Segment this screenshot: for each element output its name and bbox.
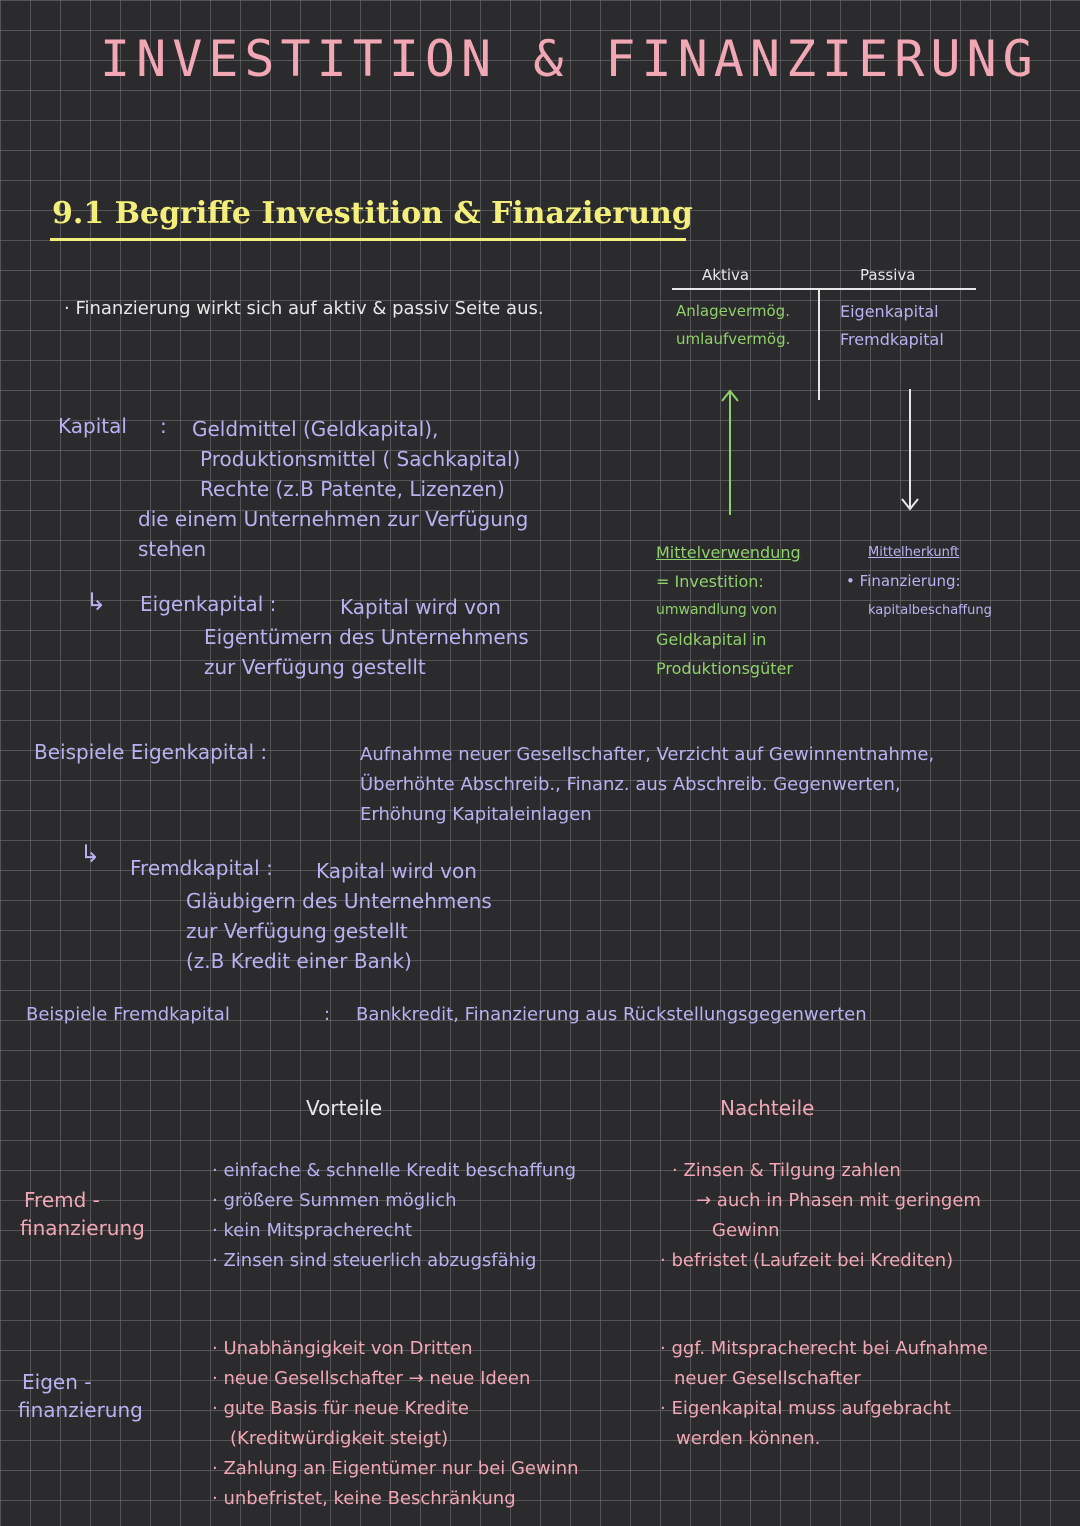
definition-line: (z.B Kredit einer Bank) [186, 949, 412, 973]
note-line: Geldkapital in [656, 630, 767, 649]
list-item: werden können. [676, 1428, 821, 1449]
list-item: kein Mitspracherecht [212, 1216, 576, 1246]
example-line: Aufnahme neuer Gesellschafter, Verzicht … [360, 744, 935, 765]
list-item: Zahlung an Eigentümer nur bei Gewinn [212, 1454, 578, 1484]
aktiva-item-1: Anlagevermög. [676, 302, 790, 320]
kapital-label: Kapital [58, 414, 127, 438]
example-line: Überhöhte Abschreib., Finanz. aus Abschr… [360, 774, 901, 795]
beispiele-fk-label: Beispiele Fremdkapital [26, 1004, 230, 1025]
example-line: Erhöhung Kapitaleinlagen [360, 804, 592, 825]
mittelverwendung-note: Mittelverwendung = Investition: umwandlu… [656, 538, 801, 683]
row-label-fremdfinanzierung: Fremd - finanzierung [20, 1186, 145, 1242]
list-item: gute Basis für neue Kredite [212, 1394, 579, 1424]
definition-line: Kapital wird von [316, 859, 477, 883]
note-line: umwandlung von [656, 602, 777, 618]
note-line: Produktionsgüter [656, 659, 793, 678]
list-item: Gewinn [712, 1220, 780, 1241]
row-label-eigenfinanzierung: Eigen - finanzierung [18, 1368, 143, 1424]
definition-line: Kapital wird von [340, 595, 501, 619]
list-item: einfache & schnelle Kredit beschaffung [212, 1156, 576, 1186]
list-item: → auch in Phasen mit geringem [696, 1190, 981, 1211]
list-item: neue Gesellschafter → neue Ideen [212, 1364, 579, 1394]
eigenkapital-definition: Kapital wird von Eigentümern des Unterne… [204, 592, 529, 682]
note-line: kapitalbeschaffung [868, 603, 992, 618]
beispiele-fk-colon: : [324, 1004, 331, 1025]
kapital-colon: : [160, 414, 167, 438]
section-underline [50, 238, 686, 241]
passiva-header: Passiva [860, 266, 916, 284]
header-nachteile: Nachteile [720, 1096, 815, 1120]
passiva-item-1: Eigenkapital [840, 302, 939, 321]
fremd-vorteile-list: einfache & schnelle Kredit beschaffung g… [212, 1156, 576, 1276]
beispiele-fk-text: Bankkredit, Finanzierung aus Rückstellun… [356, 1004, 867, 1025]
fremdkapital-definition: Kapital wird von Gläubigern des Unterneh… [186, 856, 492, 976]
kapital-definition-tail: die einem Unternehmen zur Verfügung steh… [138, 504, 528, 564]
note-line: = Investition: [656, 572, 764, 591]
note-line: Mittelverwendung [656, 543, 801, 562]
row-label-line: Eigen - [22, 1370, 92, 1394]
eigen-vorteile-list: Unabhängigkeit von Dritten neue Gesellsc… [212, 1334, 579, 1514]
definition-line: Gläubigern des Unternehmens [186, 889, 492, 913]
beispiele-ek-label: Beispiele Eigenkapital : [34, 740, 268, 764]
list-item: unbefristet, keine Beschränkung [212, 1484, 579, 1514]
note-line: Mittelherkunft [868, 545, 960, 560]
list-item: Zinsen & Tilgung zahlen [660, 1156, 981, 1186]
arrow-turn-icon: ↳ [80, 840, 101, 868]
eigenkapital-label: Eigenkapital : [140, 592, 277, 616]
definition-line: die einem Unternehmen zur Verfügung [138, 507, 529, 531]
passiva-item-2: Fremdkapital [840, 330, 944, 349]
definition-line: Rechte (z.B Patente, Lizenzen) [200, 477, 505, 501]
up-arrow-icon [721, 389, 739, 515]
aktiva-item-2: umlaufvermög. [676, 330, 791, 348]
list-item: ggf. Mitspracherecht bei Aufnahme [660, 1334, 987, 1364]
definition-line: Produktionsmittel ( Sachkapital) [200, 447, 521, 471]
list-item: Eigenkapital muss aufgebracht [660, 1394, 988, 1424]
arrow-turn-icon: ↳ [86, 588, 107, 616]
eigen-nachteile-list: ggf. Mitspracherecht bei Aufnahme neuer … [660, 1334, 988, 1454]
aktiva-header: Aktiva [702, 266, 750, 284]
fremd-nachteile-list: Zinsen & Tilgung zahlen → auch in Phasen… [660, 1156, 981, 1276]
list-item: neuer Gesellschafter [674, 1368, 861, 1389]
page-title: INVESTITION & FINANZIERUNG [100, 30, 1039, 88]
section-heading: 9.1 Begriffe Investition & Finazierung [52, 196, 693, 231]
kapital-definition: Geldmittel (Geldkapital), Produktionsmit… [192, 414, 520, 504]
row-label-line: finanzierung [20, 1216, 145, 1240]
mittelherkunft-note: Mittelherkunft • Finanzierung: kapitalbe… [846, 538, 992, 625]
intro-text: · Finanzierung wirkt sich auf aktiv & pa… [64, 298, 544, 319]
t-account-horizontal [672, 288, 976, 290]
note-line: • Finanzierung: [846, 572, 961, 590]
definition-line: Eigentümern des Unternehmens [204, 625, 529, 649]
list-item: Zinsen sind steuerlich abzugsfähig [212, 1246, 576, 1276]
list-item: befristet (Laufzeit bei Krediten) [660, 1246, 981, 1276]
t-account-vertical [818, 288, 820, 400]
list-item: (Kreditwürdigkeit steigt) [230, 1428, 449, 1449]
list-item: Unabhängigkeit von Dritten [212, 1334, 579, 1364]
fremdkapital-label: Fremdkapital : [130, 856, 273, 880]
definition-line: zur Verfügung gestellt [186, 919, 408, 943]
header-vorteile: Vorteile [306, 1096, 383, 1120]
list-item: größere Summen möglich [212, 1186, 576, 1216]
definition-line: stehen [138, 537, 207, 561]
definition-line: zur Verfügung gestellt [204, 655, 426, 679]
beispiele-ek-list: Aufnahme neuer Gesellschafter, Verzicht … [360, 740, 934, 830]
row-label-line: finanzierung [18, 1398, 143, 1422]
down-arrow-icon [901, 389, 919, 511]
row-label-line: Fremd - [24, 1188, 100, 1212]
definition-line: Geldmittel (Geldkapital), [192, 417, 439, 441]
